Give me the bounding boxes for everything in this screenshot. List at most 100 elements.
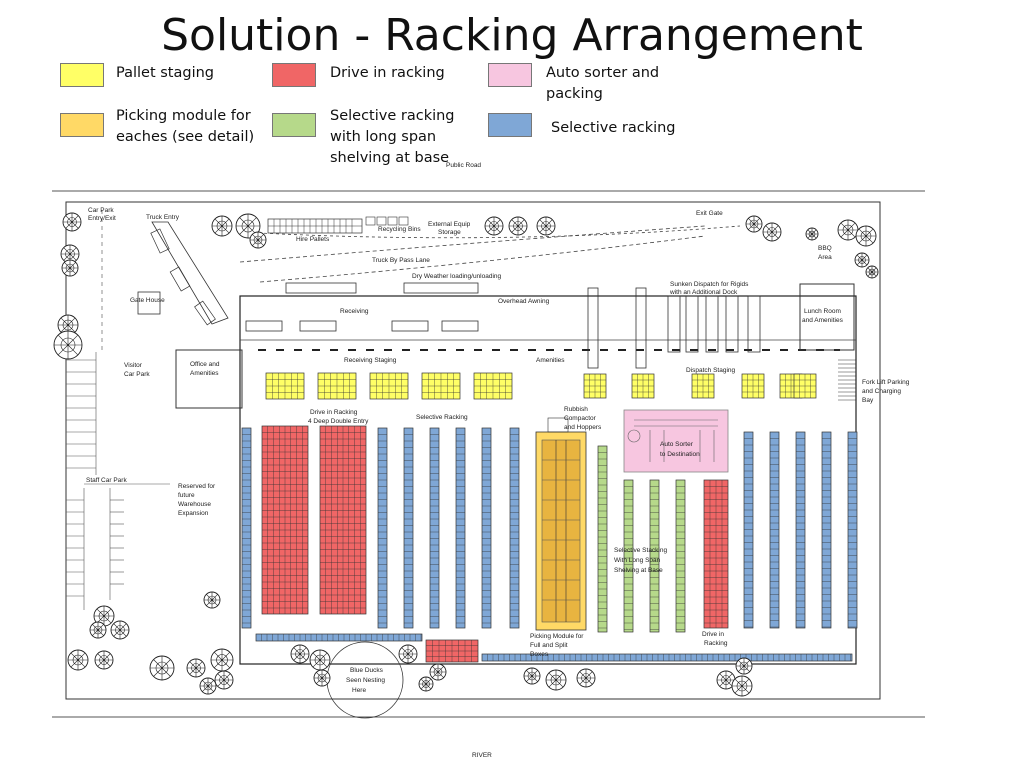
receiving-staging-block xyxy=(317,372,357,400)
tree-icon xyxy=(149,655,175,681)
office-label-2: Amenities xyxy=(190,370,219,377)
truck-entry-label: Truck Entry xyxy=(146,214,180,221)
tree-icon xyxy=(716,670,736,690)
legend-label-pallet-staging: Pallet staging xyxy=(116,65,215,81)
tree-icon xyxy=(576,668,596,688)
tree-icon xyxy=(735,657,753,675)
reserved-label-2: future xyxy=(178,492,195,499)
tree-icon xyxy=(94,650,114,670)
car-park-entry-label-2: Entry/Exit xyxy=(88,215,116,222)
legend-swatch-selective xyxy=(488,113,532,137)
rubbish-label-2: Compactor xyxy=(564,415,597,422)
selective-stacking-label-1: Selective Stacking xyxy=(614,547,667,554)
rubbish-label-1: Rubbish xyxy=(564,406,588,413)
tree-icon xyxy=(854,252,870,268)
fork-lift-label-2: and Charging xyxy=(862,388,901,395)
drive-in-bottom-label-1: Drive in xyxy=(702,631,724,638)
dry-weather-label: Dry Weather loading/unloading xyxy=(412,273,502,280)
fork-lift-label-3: Bay xyxy=(862,397,874,404)
drive-in-rack-block xyxy=(703,479,729,629)
office-building xyxy=(175,349,243,409)
picking-module xyxy=(535,417,587,631)
picking-module-label-3: Boxes xyxy=(530,651,549,658)
tree-icon xyxy=(398,644,418,664)
drive-in-bottom-label-2: Racking xyxy=(704,640,728,647)
drive-in-label-2: 4 Deep Double Entry xyxy=(308,418,369,425)
tree-icon xyxy=(855,225,877,247)
selective-rack-column xyxy=(743,431,754,629)
legend-swatch-selective-longspan xyxy=(272,113,316,137)
selective-longspan-column xyxy=(675,479,686,633)
sunken-dispatch-label-2: with an Additional Dock xyxy=(669,289,738,296)
tree-icon xyxy=(53,330,83,360)
gate-house xyxy=(137,291,161,315)
tree-icon xyxy=(249,231,267,249)
selective-racking-label: Selective Racking xyxy=(416,414,468,421)
selective-rack-column xyxy=(847,431,858,629)
selective-rack-column xyxy=(455,427,466,629)
tree-icon xyxy=(89,621,107,639)
legend-swatch-pallet-staging xyxy=(60,63,104,87)
legend-swatch-picking-module xyxy=(60,113,104,137)
tree-icon xyxy=(203,591,221,609)
receiving-staging-label: Receiving Staging xyxy=(344,357,397,364)
picking-module-label-1: Picking Module for xyxy=(530,633,584,640)
legend-label-auto-sorter: Auto sorter and packing xyxy=(546,65,660,102)
tree-icon xyxy=(536,216,556,236)
blue-ducks-label-1: Blue Ducks xyxy=(350,667,384,674)
receiving-staging-block xyxy=(421,372,461,400)
tree-icon xyxy=(235,213,261,239)
pallet-staging-zones xyxy=(265,372,817,400)
legend-label-selective: Selective racking xyxy=(551,120,676,136)
drive-in-rack-block xyxy=(319,425,367,615)
visitor-car-park-label-2: Car Park xyxy=(124,371,150,378)
fork-lift-bay xyxy=(838,359,856,401)
public-road-label: Public Road xyxy=(446,162,481,169)
fork-lift-label-1: Fork Lift Parking xyxy=(862,379,910,386)
tree-icon xyxy=(865,265,879,279)
selective-rack-column xyxy=(481,427,492,629)
tree-icon xyxy=(745,215,763,233)
site-boundary xyxy=(65,201,881,700)
tree-icon xyxy=(62,212,82,232)
dispatch-staging-block xyxy=(793,373,817,399)
tree-icon xyxy=(731,675,753,697)
receiving-staging-block xyxy=(473,372,513,400)
tree-icon xyxy=(805,227,819,241)
staff-car-park-label: Staff Car Park xyxy=(86,477,127,484)
receiving-label: Receiving xyxy=(340,308,369,315)
receiving-staging-block xyxy=(369,372,409,400)
office-label-1: Office and xyxy=(190,361,220,368)
trees xyxy=(53,212,879,697)
dispatch-staging-block xyxy=(583,373,607,399)
legend-label-picking-module: Picking module for eaches (see detail) xyxy=(116,108,255,145)
tree-icon xyxy=(93,605,115,627)
tree-icon xyxy=(199,677,217,695)
tree-icon xyxy=(837,219,859,241)
picking-module-label-2: Full and Split xyxy=(530,642,568,649)
lunch-room-label-2: and Amenities xyxy=(802,317,844,324)
river-label: RIVER xyxy=(472,752,492,759)
tree-icon xyxy=(762,222,782,242)
selective-rack-column xyxy=(403,427,414,629)
reserved-label-4: Expansion xyxy=(178,510,209,517)
recycling-bins-label: Recycling Bins xyxy=(378,226,421,233)
staff-car-park-stalls xyxy=(66,352,170,610)
tree-icon xyxy=(186,658,206,678)
tree-icon xyxy=(309,649,331,671)
dispatch-staging-block xyxy=(631,373,655,399)
tree-icon xyxy=(545,669,567,691)
selective-rack-column xyxy=(821,431,832,629)
selective-rack-column xyxy=(509,427,520,629)
reserved-label-1: Reserved for xyxy=(178,483,216,490)
tree-icon xyxy=(211,215,233,237)
selective-longspan-column xyxy=(623,479,634,633)
bbq-label-2: Area xyxy=(818,254,832,261)
auto-sorter-label-2: to Destination xyxy=(660,451,700,458)
dispatch-staging-block xyxy=(741,373,765,399)
blue-ducks-label-3: Here xyxy=(352,687,366,694)
selective-rack-column xyxy=(795,431,806,629)
lunch-room xyxy=(799,283,855,351)
selective-longspan-column xyxy=(649,479,660,633)
